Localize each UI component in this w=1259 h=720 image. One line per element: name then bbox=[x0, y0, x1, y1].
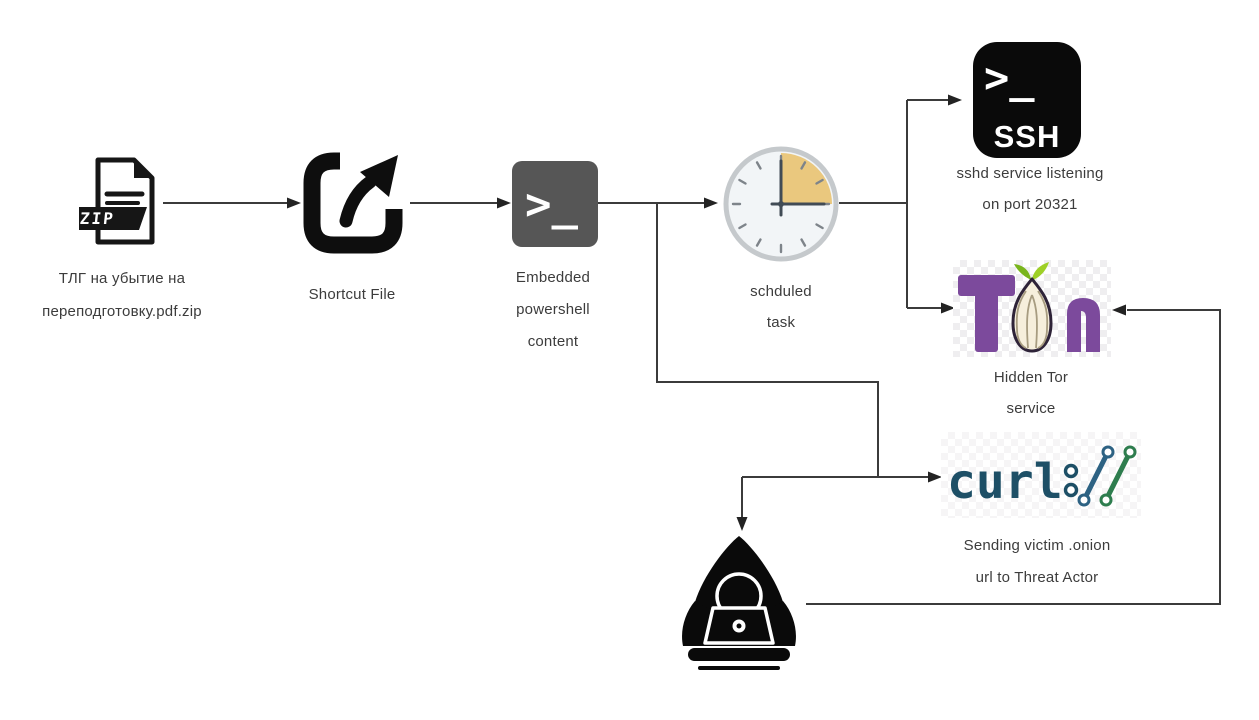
scheduled-task-caption: schduled task bbox=[750, 283, 812, 331]
tor-onion bbox=[1011, 262, 1053, 353]
curl-slash-green bbox=[1099, 445, 1137, 507]
powershell-glyph: >_ bbox=[525, 179, 578, 230]
curl-colon-dot bbox=[1063, 463, 1079, 479]
curl-colon-dot bbox=[1063, 482, 1079, 498]
ssh-wordmark: SSH bbox=[994, 119, 1061, 154]
curl-logo-graphic: curl bbox=[947, 445, 1137, 510]
curl-wordmark: curl bbox=[947, 454, 1063, 510]
arrowhead-into-tor-left bbox=[941, 302, 955, 314]
curl-slash-blue bbox=[1077, 445, 1115, 507]
zip-file-icon: ZIP bbox=[79, 157, 155, 245]
curl-logo: curl bbox=[941, 432, 1141, 518]
tor-letter-T bbox=[958, 275, 1015, 352]
arrowhead-into-threat-actor bbox=[736, 517, 748, 531]
tor-letter-r bbox=[1067, 298, 1100, 352]
arrowhead-into-ssh bbox=[948, 94, 962, 106]
zip-badge-text: ZIP bbox=[79, 209, 116, 228]
arrowhead-into-scheduled-task bbox=[704, 197, 718, 209]
zip-file-caption: ТЛГ на убытие на переподготовку.pdf.zip bbox=[42, 270, 202, 320]
tor-logo bbox=[953, 260, 1111, 357]
arrowhead-into-powershell bbox=[497, 197, 511, 209]
ssh-glyph: >_ bbox=[984, 53, 1035, 102]
arrowhead-into-shortcut bbox=[287, 197, 301, 209]
scheduled-task-clock-icon bbox=[723, 146, 839, 262]
threat-actor-hacker-icon bbox=[682, 536, 796, 670]
powershell-caption: Embedded powershell content bbox=[515, 269, 591, 350]
arrowhead-into-tor-right bbox=[1112, 304, 1126, 316]
connector-threat-actor-to-tor bbox=[806, 309, 1221, 605]
shortcut-file-icon bbox=[303, 152, 403, 254]
shortcut-file-caption: Shortcut File bbox=[308, 286, 396, 303]
tor-logo-graphic bbox=[958, 262, 1100, 353]
powershell-icon: >_ bbox=[512, 161, 598, 247]
ssh-caption: sshd service listening on port 20321 bbox=[956, 165, 1104, 213]
connector-powershell-branch-down bbox=[656, 203, 879, 477]
ssh-terminal-icon: >_ SSH bbox=[973, 42, 1081, 158]
curl-caption: Sending victim .onion url to Threat Acto… bbox=[963, 537, 1111, 586]
arrowhead-into-curl bbox=[928, 471, 942, 483]
tor-caption: Hidden Tor service bbox=[993, 369, 1069, 417]
